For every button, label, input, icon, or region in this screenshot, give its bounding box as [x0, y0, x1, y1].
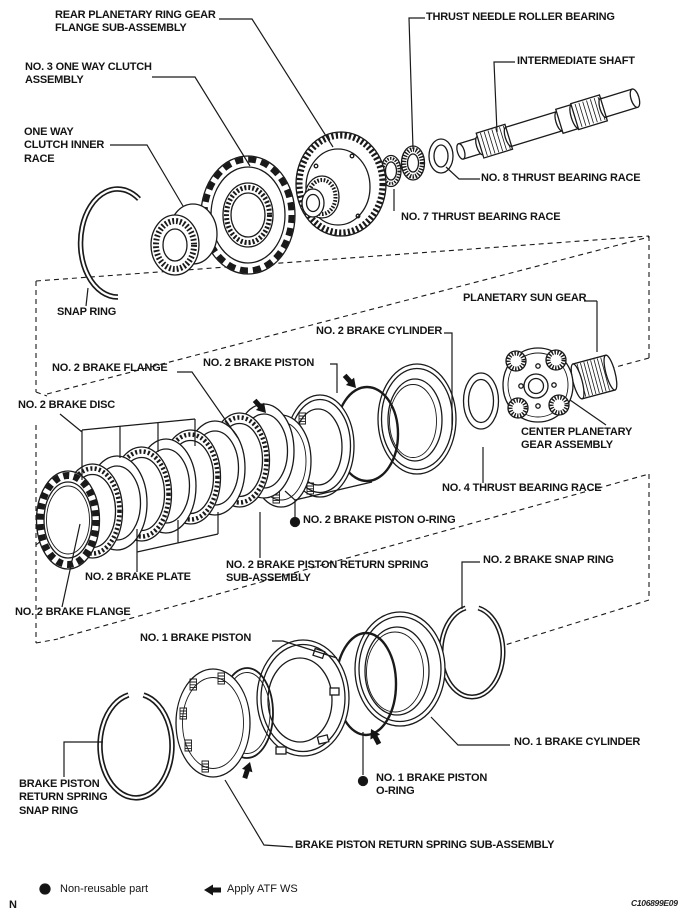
label-planetary-sun-gear: PLANETARY SUN GEAR — [463, 292, 587, 304]
label-no2-brake-cylinder: NO. 2 BRAKE CYLINDER — [316, 325, 443, 337]
no4-thrust-bearing-race-drawing — [462, 372, 500, 430]
non-reusable-bullet-no2-oring — [289, 516, 301, 528]
label-no2-brake-piston-return-spring: NO. 2 BRAKE PISTON RETURN SPRING SUB-ASS… — [226, 559, 429, 585]
brake-piston-return-spring-snap-ring-drawing — [97, 692, 175, 801]
zone-dashed-lines — [35, 235, 650, 646]
no2-brake-flange-drawing — [35, 470, 101, 570]
label-no2-brake-plate: NO. 2 BRAKE PLATE — [85, 571, 191, 583]
legend-atf-arrow-icon — [203, 883, 222, 897]
legend-non-reusable-bullet — [39, 883, 51, 895]
no8-thrust-bearing-race-drawing — [428, 138, 454, 174]
label-no2-brake-disc: NO. 2 BRAKE DISC — [18, 399, 116, 411]
label-no7-thrust-bearing-race: NO. 7 THRUST BEARING RACE — [401, 211, 561, 223]
corner-mark-n: N — [9, 899, 17, 911]
center-planetary-gear-assembly-drawing — [502, 347, 574, 423]
no1-brake-cylinder-drawing — [354, 611, 446, 727]
brake-piston-return-spring-drawing — [175, 667, 274, 778]
no2-brake-disc-stack-drawing — [35, 403, 295, 570]
legend-apply-atf-text: Apply ATF WS — [227, 883, 298, 895]
label-brake-piston-return-spring: BRAKE PISTON RETURN SPRING SUB-ASSEMBLY — [295, 839, 555, 851]
label-no2-brake-piston: NO. 2 BRAKE PISTON — [203, 357, 315, 369]
no3-one-way-clutch-drawing — [200, 155, 296, 275]
legend-non-reusable-text: Non-reusable part — [60, 883, 149, 895]
label-no3-one-way-clutch: NO. 3 ONE WAY CLUTCH ASSEMBLY — [25, 61, 152, 87]
snap-ring-drawing — [77, 186, 141, 300]
label-brake-piston-return-spring-snap-ring: BRAKE PISTON RETURN SPRING SNAP RING — [19, 778, 108, 817]
one-way-clutch-inner-race-drawing — [150, 203, 218, 276]
label-no4-thrust-bearing-race: NO. 4 THRUST BEARING RACE — [442, 482, 602, 494]
label-no2-brake-piston-oring: NO. 2 BRAKE PISTON O-RING — [303, 514, 456, 526]
label-intermediate-shaft: INTERMEDIATE SHAFT — [517, 55, 635, 67]
no2-brake-snap-ring-drawing — [438, 605, 506, 700]
intermediate-shaft-drawing — [456, 88, 641, 160]
label-snap-ring: SNAP RING — [57, 306, 117, 318]
rear-planetary-ring-gear-flange-drawing — [295, 131, 387, 237]
label-no1-brake-piston-oring: NO. 1 BRAKE PISTON O-RING — [376, 772, 488, 798]
label-center-planetary-gear: CENTER PLANETARY GEAR ASSEMBLY — [521, 426, 633, 452]
label-no1-brake-piston: NO. 1 BRAKE PISTON — [140, 632, 252, 644]
figure-code: C106899E09 — [631, 898, 678, 908]
label-no2-brake-snap-ring: NO. 2 BRAKE SNAP RING — [483, 554, 614, 566]
planetary-sun-gear-drawing — [570, 354, 618, 400]
no2-brake-cylinder-drawing — [377, 363, 457, 475]
label-rear-planetary-ring-gear-flange: REAR PLANETARY RING GEAR FLANGE SUB-ASSE… — [55, 9, 216, 35]
leader-lines — [59, 17, 607, 848]
label-one-way-clutch-inner-race: ONE WAY CLUTCH INNER RACE — [24, 126, 105, 165]
atf-arrow-return-spring — [238, 759, 256, 781]
thrust-needle-roller-bearing-drawing — [400, 145, 426, 181]
non-reusable-bullet-no1-oring — [357, 775, 369, 787]
label-no8-thrust-bearing-race: NO. 8 THRUST BEARING RACE — [481, 172, 641, 184]
label-thrust-needle-roller-bearing: THRUST NEEDLE ROLLER BEARING — [426, 11, 615, 23]
no7-thrust-bearing-race-drawing — [380, 154, 402, 188]
label-no1-brake-cylinder: NO. 1 BRAKE CYLINDER — [514, 736, 641, 748]
label-no2-brake-flange-upper: NO. 2 BRAKE FLANGE — [52, 362, 168, 374]
label-no2-brake-flange-lower: NO. 2 BRAKE FLANGE — [15, 606, 131, 618]
